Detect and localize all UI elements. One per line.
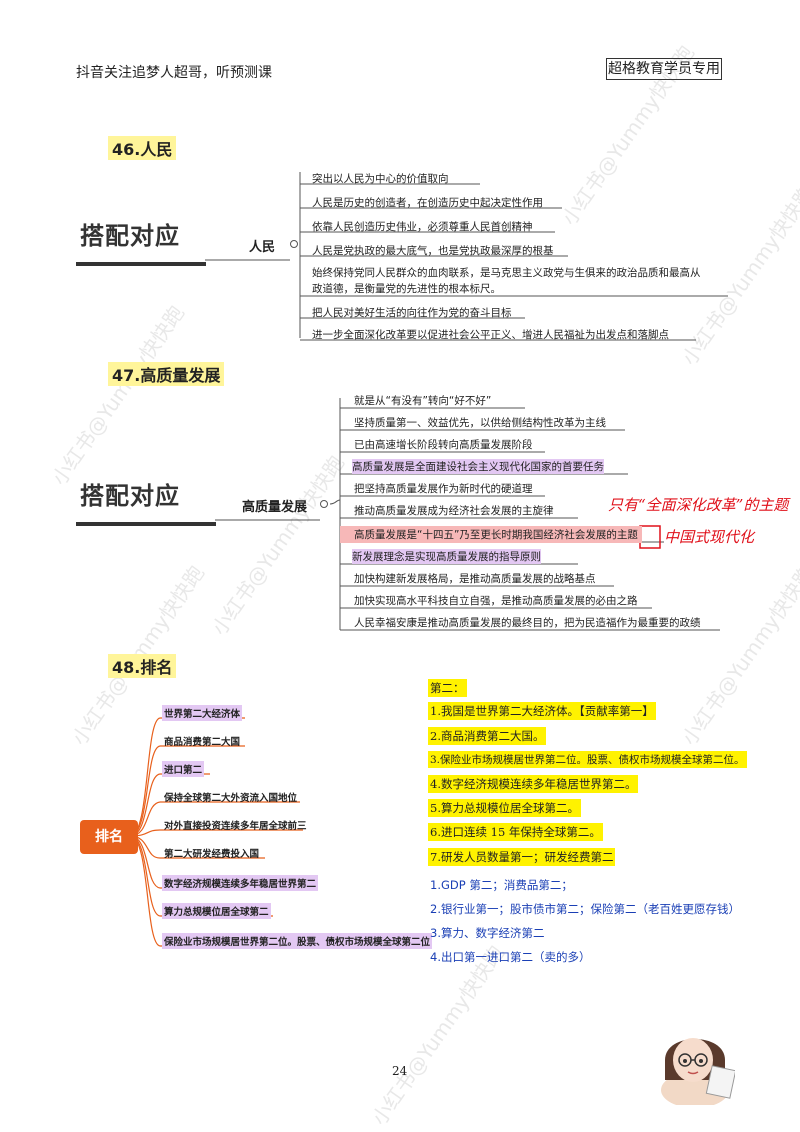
ranking-root-node: 排名	[80, 820, 138, 854]
ranking-line: 6.进口连续 15 年保持全球第二。	[428, 823, 603, 841]
avatar-illustration-icon	[661, 1038, 735, 1105]
section-title-47: 47.高质量发展	[108, 362, 225, 386]
section-46-label: 搭配对应	[80, 222, 180, 250]
ranking-item: 数字经济规模连续多年稳居世界第二	[162, 875, 319, 891]
section-47-label: 搭配对应	[80, 482, 180, 510]
ranking-line: 2.商品消费第二大国。	[428, 727, 547, 745]
divider	[76, 522, 216, 526]
list-item: 人民是党执政的最大底气，也是党执政最深厚的根基	[312, 245, 554, 257]
ranking-line: 5.算力总规模位居全球第二。	[428, 799, 581, 817]
ranking-item: 算力总规模位居全球第二	[162, 903, 271, 919]
list-item: 推动高质量发展成为经济社会发展的主旋律	[354, 505, 554, 517]
list-item: 人民幸福安康是推动高质量发展的最终目的，把为民造福作为最重要的政绩	[354, 617, 701, 629]
list-item: 进一步全面深化改革要以促进社会公平正义、增进人民福祉为出发点和落脚点	[312, 329, 669, 341]
ranking-line: 7.研发人员数量第一；研发经费第二	[428, 848, 616, 866]
list-item: 政道德，是衡量党的先进性的根本标尺。	[312, 283, 501, 295]
ranking-item: 保险业市场规模居世界第二位。股票、债权市场规模全球第二位	[162, 933, 433, 949]
list-item: 始终保持党同人民群众的血肉联系，是马克思主义政党与生俱来的政治品质和最高从	[312, 267, 701, 279]
section-title-46: 46.人民	[108, 136, 177, 160]
mindmap-node-high-quality: 高质量发展	[242, 500, 308, 515]
ranking-line: 1.我国是世界第二大经济体。【贡献率第一】	[428, 702, 656, 720]
ranking-item: 对外直接投资连续多年居全球前三	[164, 821, 307, 832]
ranking-heading: 第二：	[428, 679, 467, 697]
avatar	[655, 1020, 735, 1105]
note-line: 1.GDP 第二；消费品第二；	[430, 878, 573, 892]
list-item: 把人民对美好生活的向往作为党的奋斗目标	[312, 307, 512, 319]
header-badge: 超格教育学员专用	[606, 58, 722, 80]
list-item: 已由高速增长阶段转向高质量发展阶段	[354, 439, 533, 451]
list-item: 人民是历史的创造者，在创造历史中起决定性作用	[312, 197, 543, 209]
list-item: 就是从“有没有”转向“好不好”	[354, 395, 492, 407]
list-item-text: 依靠人民创造历史伟业，必须尊重人民首创精神	[312, 221, 533, 233]
ranking-item: 商品消费第二大国	[164, 737, 241, 748]
ranking-item: 保持全球第二大外资流入国地位	[164, 793, 298, 804]
list-item: 加快构建新发展格局，是推动高质量发展的战略基点	[354, 573, 596, 585]
header-left-text: 抖音关注追梦人超哥，听预测课	[76, 65, 272, 81]
list-item: 依靠人民创造历史伟业，必须尊重人民首创精神	[312, 219, 533, 234]
list-item: 坚持质量第一、效益优先，以供给侧结构性改革为主线	[354, 417, 606, 429]
ranking-item: 第二大研发经费投入国	[164, 849, 260, 860]
ranking-item: 进口第二	[162, 761, 205, 777]
ranking-item: 世界第二大经济体	[162, 705, 243, 721]
list-item: 加快实现高水平科技自立自强，是推动高质量发展的必由之路	[354, 595, 638, 607]
list-item: 高质量发展是全面建设社会主义现代化国家的首要任务	[352, 459, 604, 474]
handwritten-note: 只有“全面深化改革”的主题	[608, 496, 789, 514]
list-item: 突出以人民为中心的价值取向	[312, 173, 449, 185]
note-line: 4.出口第一进口第二（卖的多）	[430, 950, 591, 964]
handwritten-note: 中国式现代化	[664, 528, 755, 546]
list-item: 新发展理念是实现高质量发展的指导原则	[352, 549, 541, 564]
list-item: 高质量发展是“十四五”乃至更长时期我国经济社会发展的主题	[340, 526, 642, 543]
section-title-48: 48.排名	[108, 654, 177, 678]
ranking-line: 4.数字经济规模连续多年稳居世界第二。	[428, 775, 639, 793]
mindmap-node-people: 人民	[249, 240, 276, 255]
divider	[76, 262, 206, 266]
note-line: 3.算力、数字经济第二	[430, 926, 545, 940]
list-item: 把坚持高质量发展作为新时代的硬道理	[354, 483, 533, 495]
note-line: 2.银行业第一；股市债市第二；保险第二（老百姓更愿存钱）	[430, 902, 740, 916]
page-number: 24	[392, 1064, 408, 1078]
ranking-line: 3.保险业市场规模居世界第二位。股票、债权市场规模全球第二位。	[428, 751, 747, 768]
